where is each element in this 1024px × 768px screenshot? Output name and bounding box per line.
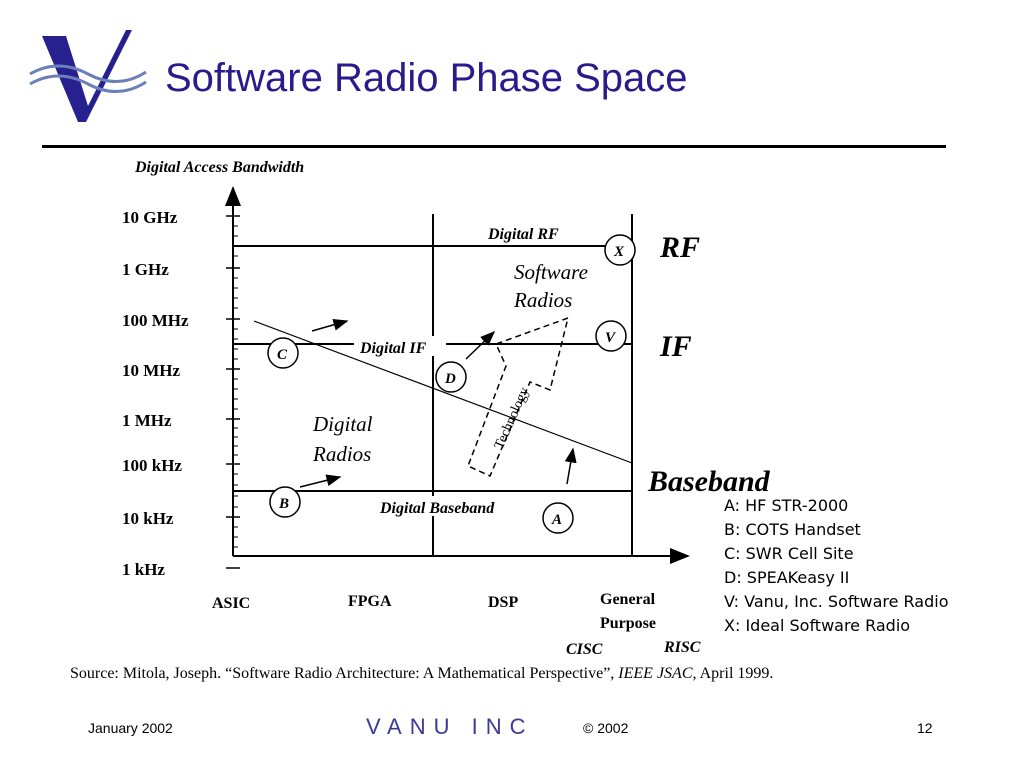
point-legend: A: HF STR-2000 B: COTS Handset C: SWR Ce… bbox=[724, 494, 948, 638]
x-category-general: General bbox=[600, 591, 656, 608]
y-ticks bbox=[226, 215, 240, 569]
y-tick-label: 1 GHz bbox=[122, 260, 169, 279]
x-category-purpose: Purpose bbox=[600, 615, 656, 632]
big-label-rf: RF bbox=[659, 231, 700, 264]
x-category-asic: ASIC bbox=[212, 595, 250, 612]
phase-space-diagram: Digital Access Bandwidth 10 GHz 1 GHz 10… bbox=[122, 159, 771, 658]
point-b-letter: B bbox=[278, 496, 289, 512]
x-sub-risc: RISC bbox=[663, 639, 701, 656]
point-a-letter: A bbox=[551, 512, 562, 528]
point-b: B bbox=[269, 486, 301, 518]
y-tick-label: 100 MHz bbox=[122, 311, 189, 330]
region-digital-line2: Radios bbox=[312, 442, 371, 466]
source-citation: Source: Mitola, Joseph. “Software Radio … bbox=[70, 665, 773, 683]
y-tick-label: 10 MHz bbox=[122, 361, 181, 380]
trend-line bbox=[253, 320, 633, 464]
footer-company: VANU INC bbox=[366, 714, 534, 739]
y-tick-label: 10 kHz bbox=[122, 509, 174, 528]
big-label-if: IF bbox=[659, 330, 692, 363]
legend-item: A: HF STR-2000 bbox=[724, 496, 849, 515]
title-divider bbox=[42, 145, 946, 148]
y-minor-ticks bbox=[233, 225, 238, 548]
x-category-dsp: DSP bbox=[488, 594, 518, 611]
point-c: C bbox=[267, 337, 299, 369]
legend-item: C: SWR Cell Site bbox=[724, 544, 854, 563]
legend-item: D: SPEAKeasy II bbox=[724, 568, 850, 587]
region-digital-line1: Digital bbox=[312, 412, 373, 436]
technology-arrow bbox=[467, 316, 570, 478]
footer-copyright: © 2002 bbox=[583, 720, 629, 736]
footer-page-number: 12 bbox=[917, 720, 933, 736]
y-tick-label: 10 GHz bbox=[122, 208, 178, 227]
x-sub-cisc: CISC bbox=[566, 641, 603, 658]
y-axis-title: Digital Access Bandwidth bbox=[134, 159, 304, 176]
y-tick-label: 1 MHz bbox=[122, 411, 172, 430]
point-x: X bbox=[604, 234, 636, 266]
progression-arrows bbox=[299, 318, 577, 488]
region-software-line1: Software bbox=[514, 260, 588, 284]
legend-item: X: Ideal Software Radio bbox=[724, 616, 911, 635]
technology-label: Technology bbox=[492, 385, 533, 451]
source-suffix: , April 1999. bbox=[692, 665, 774, 682]
point-d-letter: D bbox=[444, 371, 456, 387]
point-v: V bbox=[595, 320, 627, 352]
region-software-line2: Radios bbox=[513, 288, 572, 312]
label-digital-baseband: Digital Baseband bbox=[379, 500, 495, 517]
x-category-fpga: FPGA bbox=[348, 593, 392, 610]
legend-item: B: COTS Handset bbox=[724, 520, 861, 539]
source-journal: IEEE JSAC bbox=[618, 665, 693, 682]
point-x-letter: X bbox=[613, 244, 625, 260]
source-prefix: Source: Mitola, Joseph. “Software Radio … bbox=[70, 665, 619, 682]
label-digital-if: Digital IF bbox=[359, 340, 427, 357]
footer-date: January 2002 bbox=[88, 720, 173, 736]
label-digital-rf: Digital RF bbox=[487, 226, 559, 243]
y-tick-label: 1 kHz bbox=[122, 560, 165, 579]
point-c-letter: C bbox=[277, 347, 288, 363]
point-v-letter: V bbox=[605, 330, 617, 346]
legend-item: V: Vanu, Inc. Software Radio bbox=[724, 592, 949, 611]
point-a: A bbox=[542, 502, 574, 534]
y-tick-labels: 10 GHz 1 GHz 100 MHz 10 MHz 1 MHz 100 kH… bbox=[122, 208, 189, 579]
y-tick-label: 100 kHz bbox=[122, 456, 182, 475]
vanu-logo-icon bbox=[29, 30, 147, 122]
slide-title: Software Radio Phase Space bbox=[165, 56, 688, 100]
point-d: D bbox=[435, 361, 467, 393]
big-label-baseband: Baseband bbox=[647, 465, 771, 498]
